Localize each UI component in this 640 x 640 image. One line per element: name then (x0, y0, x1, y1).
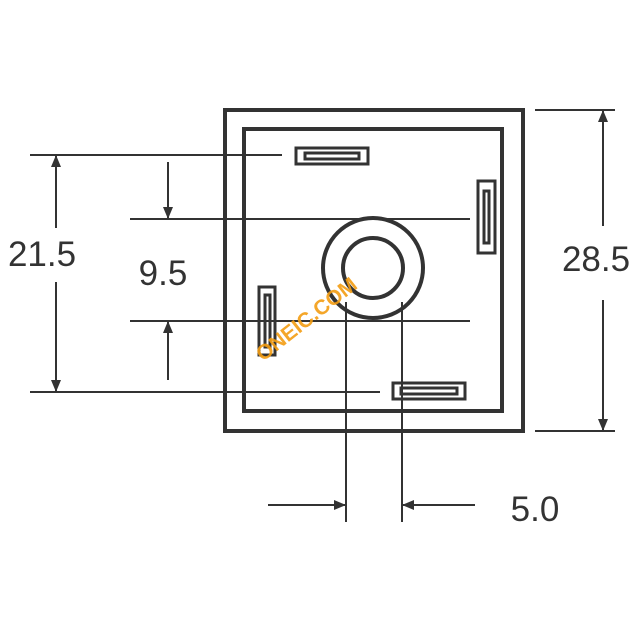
dim-label-hole-offset: 5.0 (511, 490, 560, 529)
package-inner-outline (242, 127, 504, 413)
dim-label-terminal-span: 21.5 (8, 235, 76, 274)
package-outer-outline (223, 108, 525, 433)
dim-label-overall-height: 28.5 (562, 240, 630, 279)
terminals (257, 146, 497, 401)
dim-label-hole-span: 9.5 (139, 254, 188, 293)
mounting-hole-inner (341, 236, 405, 300)
terminal-top (294, 146, 370, 166)
dimension-arrows (51, 110, 608, 510)
terminal-bottom (391, 381, 467, 401)
package-body (223, 108, 525, 433)
extension-lines (30, 109, 615, 522)
terminal-right (476, 179, 497, 255)
